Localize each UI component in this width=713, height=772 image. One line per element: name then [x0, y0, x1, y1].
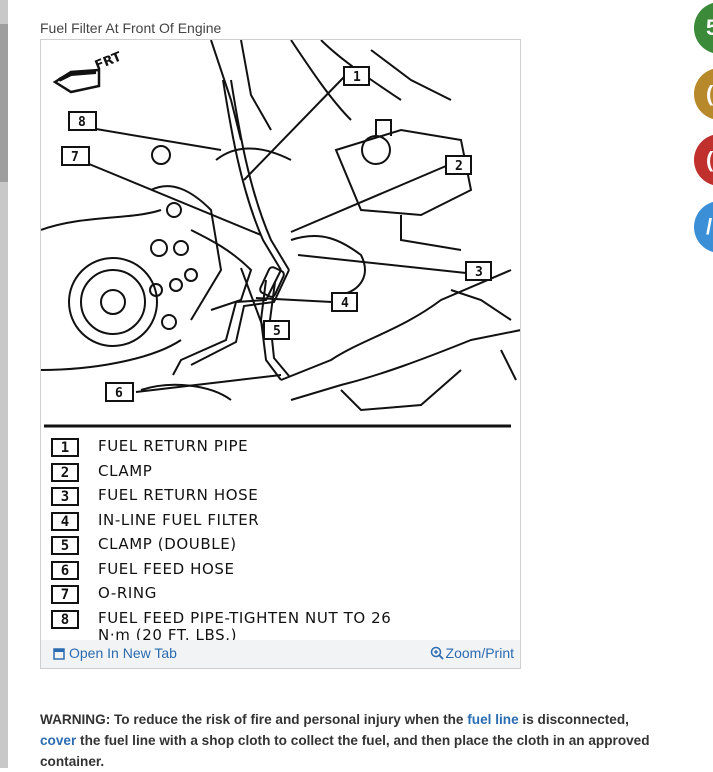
zoom-print-label: Zoom/Print: [445, 645, 514, 661]
cover-link[interactable]: cover: [40, 733, 77, 748]
callout-1: 1: [343, 66, 370, 86]
side-button-2[interactable]: (: [694, 68, 713, 120]
svg-text:2: 2: [455, 159, 463, 174]
legend-number: 5: [51, 536, 79, 555]
figure-caption: Fuel Filter At Front Of Engine: [40, 20, 222, 36]
scrollbar[interactable]: [0, 0, 8, 768]
warning-prefix: WARNING: To reduce the risk of fire and …: [40, 712, 468, 727]
engine-diagram[interactable]: FRT 1 2 3 4 5 6 7 8: [41, 40, 521, 430]
legend-label: IN-LINE FUEL FILTER: [98, 510, 260, 529]
legend-label: CLAMP: [98, 461, 153, 480]
fuel-line-link[interactable]: fuel line: [467, 712, 519, 727]
legend-label: CLAMP (DOUBLE): [98, 535, 237, 553]
legend-number: 4: [51, 511, 79, 531]
open-new-tab-icon: [53, 648, 65, 660]
open-new-tab-link[interactable]: Open In New Tab: [53, 645, 177, 661]
warning-suffix: the fuel line with a shop cloth to colle…: [40, 733, 650, 769]
warning-middle: is disconnected,: [518, 712, 629, 727]
callout-8: 8: [68, 111, 97, 131]
legend-label: FUEL FEED PIPE-TIGHTEN NUT TO 26 N·m (20…: [98, 608, 392, 644]
side-button-4[interactable]: /: [694, 201, 713, 253]
svg-text:6: 6: [115, 386, 123, 401]
callout-3: 3: [465, 261, 492, 281]
legend-label: FUEL FEED HOSE: [98, 559, 235, 578]
figure: FRT 1 2 3 4 5 6 7 8 1 FUEL RETURN PI: [40, 39, 521, 669]
legend-number: 8: [51, 609, 79, 629]
direction-label: FRT: [93, 50, 124, 74]
side-button-1[interactable]: 5: [694, 2, 713, 54]
callout-7: 7: [61, 146, 90, 166]
figure-footer: Open In New Tab Zoom/Print: [41, 640, 520, 668]
callout-4: 4: [331, 292, 358, 312]
arrow-icon: [52, 68, 101, 94]
svg-text:7: 7: [71, 150, 79, 165]
legend-label: FUEL RETURN HOSE: [98, 486, 259, 504]
legend-label: FUEL RETURN PIPE: [98, 437, 249, 455]
legend-number: 3: [51, 487, 79, 506]
callout-6: 6: [105, 382, 134, 402]
legend-number: 2: [51, 462, 79, 482]
svg-text:4: 4: [341, 296, 349, 311]
legend-number: 6: [51, 560, 79, 580]
open-new-tab-label: Open In New Tab: [69, 645, 177, 661]
svg-text:8: 8: [78, 115, 86, 130]
zoom-in-icon: [430, 646, 444, 660]
callout-2: 2: [445, 155, 472, 175]
scrollbar-thumb[interactable]: [0, 24, 8, 182]
svg-text:1: 1: [353, 70, 361, 85]
legend-label: O-RING: [98, 584, 157, 602]
legend-number: 7: [51, 585, 79, 604]
side-button-3[interactable]: (: [694, 134, 713, 186]
zoom-print-link[interactable]: Zoom/Print: [430, 645, 514, 661]
svg-text:5: 5: [273, 324, 281, 339]
warning-text: WARNING: To reduce the risk of fire and …: [40, 709, 665, 772]
svg-text:3: 3: [475, 265, 483, 280]
callout-5: 5: [263, 320, 290, 340]
legend-number: 1: [51, 438, 79, 457]
